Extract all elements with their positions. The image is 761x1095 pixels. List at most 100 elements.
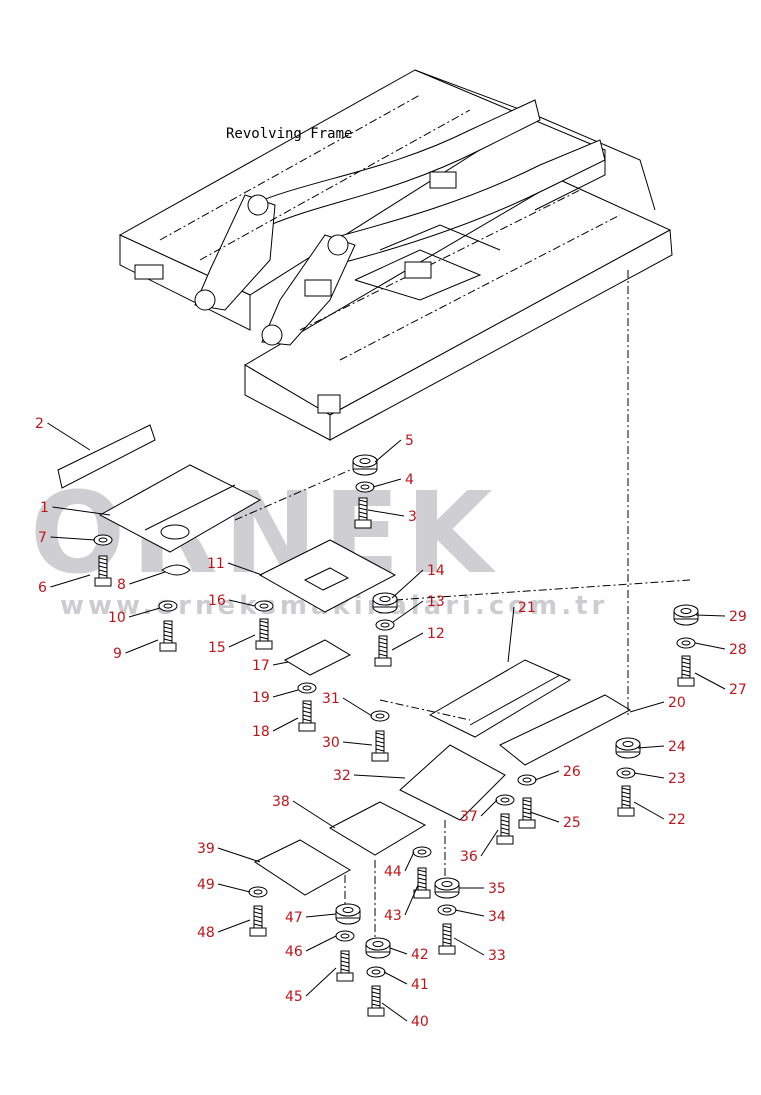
callout-31: 31 bbox=[322, 691, 373, 717]
callout-number: 47 bbox=[285, 910, 303, 926]
callout-45: 45 bbox=[285, 967, 337, 1005]
washer bbox=[335, 930, 355, 942]
washer bbox=[93, 534, 113, 546]
callout-number: 27 bbox=[729, 682, 747, 698]
leader-line bbox=[391, 632, 424, 651]
washer bbox=[248, 886, 268, 898]
callout-number: 24 bbox=[668, 739, 686, 755]
leader-line bbox=[305, 913, 337, 918]
callout-number: 43 bbox=[384, 908, 402, 924]
rubber-mount bbox=[372, 592, 398, 614]
callout-number: 21 bbox=[518, 600, 536, 616]
leader-line bbox=[292, 800, 336, 829]
callout-8: 8 bbox=[117, 571, 166, 593]
callout-number: 30 bbox=[322, 735, 340, 751]
callout-13: 13 bbox=[392, 594, 445, 623]
callout-number: 44 bbox=[384, 864, 402, 880]
bolt bbox=[496, 813, 514, 845]
callout-36: 36 bbox=[460, 829, 499, 865]
callout-17: 17 bbox=[252, 658, 289, 674]
callout-number: 42 bbox=[411, 947, 429, 963]
callout-11: 11 bbox=[207, 556, 263, 576]
leader-line bbox=[342, 741, 373, 746]
callout-number: 32 bbox=[333, 768, 351, 784]
bolt bbox=[371, 730, 389, 762]
leader-line bbox=[228, 599, 256, 607]
washer bbox=[355, 481, 375, 493]
callout-number: 26 bbox=[563, 764, 581, 780]
callout-number: 11 bbox=[207, 556, 225, 572]
callout-number: 23 bbox=[668, 771, 686, 787]
callout-5: 5 bbox=[374, 433, 414, 463]
callout-12: 12 bbox=[391, 626, 445, 651]
leader-line bbox=[305, 967, 337, 997]
callout-24: 24 bbox=[637, 739, 686, 755]
leader-line bbox=[367, 509, 405, 517]
callout-number: 3 bbox=[408, 509, 417, 525]
leader-line bbox=[272, 689, 299, 698]
callout-number: 14 bbox=[427, 563, 445, 579]
callout-16: 16 bbox=[208, 593, 256, 609]
leader-line bbox=[629, 701, 665, 713]
washer bbox=[517, 774, 537, 786]
leader-line bbox=[404, 884, 419, 916]
callout-number: 7 bbox=[38, 530, 47, 546]
callout-number: 9 bbox=[113, 646, 122, 662]
callout-number: 25 bbox=[563, 815, 581, 831]
washer bbox=[370, 710, 390, 722]
leader-line bbox=[633, 772, 665, 779]
callout-15: 15 bbox=[208, 634, 256, 656]
washer bbox=[297, 682, 317, 694]
leader-line bbox=[353, 774, 406, 779]
leader-line bbox=[217, 883, 251, 893]
callout-43: 43 bbox=[384, 884, 419, 924]
leader-line bbox=[50, 536, 96, 541]
leader-line bbox=[381, 1002, 408, 1022]
callout-37: 37 bbox=[460, 799, 498, 825]
callout-number: 29 bbox=[729, 609, 747, 625]
callout-10: 10 bbox=[108, 607, 161, 626]
callout-42: 42 bbox=[389, 947, 429, 963]
callout-number: 18 bbox=[252, 724, 270, 740]
callout-number: 16 bbox=[208, 593, 226, 609]
callout-number: 2 bbox=[35, 416, 44, 432]
bolt bbox=[367, 985, 385, 1017]
callout-number: 8 bbox=[117, 577, 126, 593]
bolt bbox=[249, 905, 267, 937]
callout-14: 14 bbox=[391, 563, 445, 599]
callout-29: 29 bbox=[695, 609, 747, 625]
leader-line bbox=[695, 614, 726, 617]
washer bbox=[437, 904, 457, 916]
leader-line bbox=[392, 600, 424, 623]
callout-28: 28 bbox=[694, 642, 747, 658]
leader-line bbox=[453, 937, 485, 956]
callout-9: 9 bbox=[113, 639, 159, 662]
callout-number: 48 bbox=[197, 925, 215, 941]
revolving-frame: Revolving Frame bbox=[118, 69, 673, 441]
callout-34: 34 bbox=[454, 909, 506, 925]
leader-line bbox=[374, 439, 402, 463]
callout-number: 5 bbox=[405, 433, 414, 449]
callout-number: 17 bbox=[252, 658, 270, 674]
leader-line bbox=[129, 571, 166, 585]
leader-line bbox=[272, 717, 299, 732]
rubber-mount bbox=[335, 903, 361, 925]
callout-number: 10 bbox=[108, 610, 126, 626]
callout-32: 32 bbox=[333, 768, 406, 784]
callout-4: 4 bbox=[372, 472, 414, 488]
bolt bbox=[677, 655, 695, 687]
callout-49: 49 bbox=[197, 877, 251, 893]
callout-26: 26 bbox=[534, 764, 581, 781]
leader-line bbox=[128, 607, 161, 618]
leader-line bbox=[454, 909, 485, 917]
bolt bbox=[518, 797, 536, 829]
leader-line bbox=[342, 697, 373, 717]
callout-2: 2 bbox=[35, 416, 91, 451]
leader-line bbox=[372, 478, 402, 488]
callout-number: 38 bbox=[272, 794, 290, 810]
callout-number: 12 bbox=[427, 626, 445, 642]
leader-line bbox=[404, 851, 415, 872]
bolt bbox=[413, 867, 431, 899]
